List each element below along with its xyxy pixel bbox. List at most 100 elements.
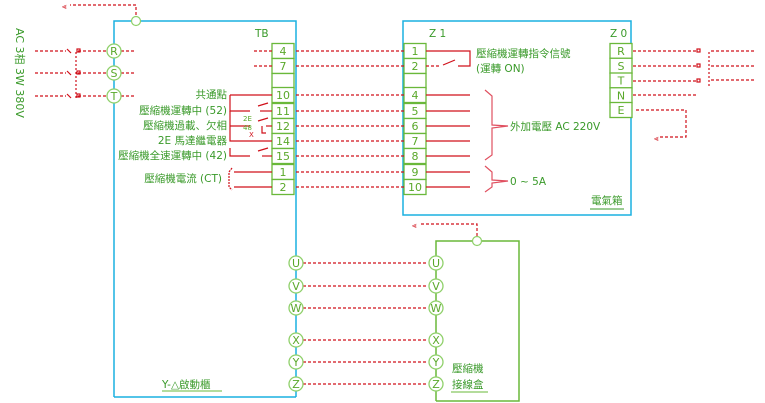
signal-label: 壓縮機電流 (CT) xyxy=(144,172,222,185)
z0-breaker-icon xyxy=(696,48,701,83)
compressor-terminal-label: U xyxy=(432,257,440,270)
tb-terminal-number: 14 xyxy=(276,135,290,148)
starter-terminal-v xyxy=(288,278,304,294)
z0-terminal-e xyxy=(609,101,633,119)
z0-label: Z 0 xyxy=(610,28,627,40)
signal-wires xyxy=(229,94,272,188)
tb-terminal-number: 11 xyxy=(276,105,290,118)
signal-label: 共通點 xyxy=(196,88,228,101)
starter-terminal-label: U xyxy=(292,257,300,270)
brace-icon xyxy=(484,89,509,193)
z1-terminal-number: 9 xyxy=(412,166,419,179)
starter-terminal-label: Z xyxy=(292,378,300,391)
ground-symbol-icons: ⫷ ⫷ ⫷ xyxy=(62,2,659,230)
relay-mark-x: X xyxy=(249,131,254,139)
starter-terminal-w xyxy=(288,300,304,316)
z1-terminal-number: 6 xyxy=(412,120,419,133)
supply-wires xyxy=(35,50,136,98)
current-range-label: 0 ~ 5A xyxy=(510,176,547,188)
svg-text:⫷: ⫷ xyxy=(412,221,417,230)
signal-label: 壓縮機全速運轉中 (42) xyxy=(118,149,227,162)
run-command-label: 壓縮機運轉指令信號 xyxy=(476,47,571,60)
run-command-wire xyxy=(426,50,471,67)
svg-text:⫷: ⫷ xyxy=(654,134,659,143)
starter-terminal-label: Y xyxy=(292,356,300,369)
compressor-box-title-2: 接線盒 xyxy=(452,378,484,391)
signal-label: 壓縮機運轉中 (52) xyxy=(139,104,227,117)
starter-terminal-label: W xyxy=(291,302,302,315)
input-terminal-r xyxy=(106,43,122,59)
supply-label: AC 3相 3W 380V xyxy=(13,28,26,118)
input-terminals: RST xyxy=(106,43,122,104)
z1-output-wires xyxy=(426,94,470,188)
starter-panel xyxy=(113,20,297,398)
z0-terminal-label: N xyxy=(617,89,625,102)
compressor-terminal-w xyxy=(428,300,444,316)
tb-terminal-number: 10 xyxy=(276,89,290,102)
z1-terminal-number: 10 xyxy=(408,181,422,194)
relay-mark-48: 48 xyxy=(243,124,252,132)
tb-terminal-blank xyxy=(271,72,295,90)
starter-terminal-z xyxy=(288,376,304,392)
tb-terminal-number: 2 xyxy=(280,181,287,194)
compressor-terminal-v xyxy=(428,278,444,294)
z0-terminal-label: E xyxy=(618,104,625,117)
z1-terminal-number: 4 xyxy=(412,89,419,102)
starter-terminal-x xyxy=(288,332,304,348)
run-command-sub: (運轉 ON) xyxy=(476,62,525,75)
starter-terminal-label: V xyxy=(292,280,300,293)
input-terminal-label: T xyxy=(110,90,118,103)
input-terminal-t xyxy=(106,88,122,104)
external-voltage-label: 外加電壓 AC 220V xyxy=(510,121,601,133)
tb-terminal-number: 7 xyxy=(280,60,287,73)
signal-label: 壓縮機過載、欠相 xyxy=(143,119,227,132)
compressor-terminal-label: V xyxy=(432,280,440,293)
compressor-terminal-label: W xyxy=(431,302,442,315)
ct-sensor-icon xyxy=(228,167,233,191)
z0-outgoing-wires xyxy=(633,50,755,96)
tb-terminal-number: 4 xyxy=(280,45,287,58)
tb-terminal-number: 12 xyxy=(276,120,290,133)
z0-terminal-label: R xyxy=(617,45,625,58)
relay-mark-2e: 2E xyxy=(243,115,252,123)
z1-terminal-number: 8 xyxy=(412,150,419,163)
input-terminal-label: R xyxy=(110,45,118,58)
breaker-switch-icon xyxy=(66,48,81,99)
tb-terminal-number: 15 xyxy=(276,150,290,163)
signal-label: 2E 馬達繼電器 xyxy=(158,134,228,147)
compressor-box xyxy=(435,240,520,402)
svg-text:⫷: ⫷ xyxy=(62,2,67,11)
compressor-terminal-z xyxy=(428,376,444,392)
ground-terminal-left xyxy=(130,15,142,27)
z1-terminal-number: 7 xyxy=(412,135,419,148)
z1-label: Z 1 xyxy=(429,28,446,40)
tb-z1-wires xyxy=(254,50,404,188)
compressor-terminal-y xyxy=(428,354,444,370)
starter-terminal-u xyxy=(288,255,304,271)
electric-box-title: 電氣箱 xyxy=(591,194,623,207)
starter-panel-title: Y-△啟動櫃 xyxy=(161,378,211,391)
compressor-box-title-1: 壓縮機 xyxy=(452,362,484,375)
z1-terminal-number: 1 xyxy=(412,45,419,58)
compressor-terminal-label: Z xyxy=(432,378,440,391)
ground-terminal-compressor xyxy=(471,235,483,247)
tb-terminal-number: 1 xyxy=(280,166,287,179)
starter-terminal-label: X xyxy=(292,334,300,347)
z1-terminal-number: 5 xyxy=(412,105,419,118)
compressor-terminal-x xyxy=(428,332,444,348)
compressor-terminal-u xyxy=(428,255,444,271)
input-terminal-label: S xyxy=(111,67,118,80)
z1-terminal-block: 1 2 4 5 6 7 8 9 10 xyxy=(403,42,427,196)
z0-terminal-label: T xyxy=(617,75,625,88)
starter-terminal-y xyxy=(288,354,304,370)
z0-terminal-label: S xyxy=(618,60,625,73)
compressor-terminal-label: X xyxy=(432,334,440,347)
z1-terminal-number: 2 xyxy=(412,60,419,73)
compressor-terminal-label: Y xyxy=(432,356,440,369)
input-terminal-s xyxy=(106,65,122,81)
